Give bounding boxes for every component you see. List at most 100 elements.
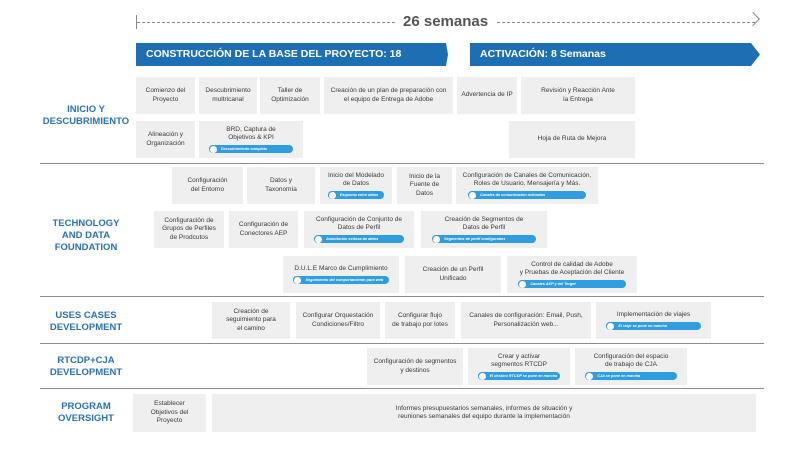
- task-text: Configurar flujo de trabajo por lotes: [392, 312, 448, 328]
- task-box: Descubrimiento multricanal: [199, 77, 257, 114]
- task-box: Canales de configuración: Email, Push, P…: [461, 302, 591, 339]
- milestone-pill: CJA se pone en marcha: [585, 372, 677, 381]
- row-divider: [40, 163, 764, 164]
- task-box: Creación de Segmentos de Datos de Perfil…: [421, 211, 547, 248]
- task-text: Canales de configuración: Email, Push, P…: [469, 312, 583, 328]
- task-text: Revisión y Reacción Ante la Entrega: [541, 87, 615, 103]
- task-text: Comienzo del Proyecto: [145, 87, 186, 103]
- milestone-pill: Canales AEP y del Target: [518, 280, 626, 289]
- task-box: Datos y Taxonomía: [247, 167, 315, 204]
- task-text: Creación de un Perfil Unificado: [422, 266, 484, 282]
- milestone-pill: Asimilación exitosa de datos: [314, 235, 404, 244]
- task-box: Configuración del espacio de trabajo de …: [575, 348, 687, 385]
- milestone-pill: El viaje se pone en marcha: [606, 322, 701, 331]
- milestone-text: Segmentos de perfil configurados: [444, 236, 506, 241]
- phase-construction: CONSTRUCCIÓN DE LA BASE DEL PROYECTO: 18…: [136, 43, 448, 66]
- row-label-use-cases: USES CASES DEVELOPMENT: [49, 310, 123, 333]
- task-box: Taller de Optimización: [260, 77, 320, 114]
- task-box: Hoja de Ruta de Mejora: [509, 121, 635, 158]
- task-box: Configuración del Entorno: [172, 167, 243, 204]
- row-label-inicio: INICIO Y DESCUBRIMIENTO: [42, 104, 130, 127]
- task-box: Configuración de Conectores AEP: [229, 211, 298, 248]
- milestone-pill: Canales de comunicación activados: [468, 191, 586, 200]
- milestone-text: Esquema entre datos: [339, 192, 379, 197]
- task-text: Inicio del Modelado de Datos: [327, 171, 384, 187]
- milestone-text: Canales de comunicación activados: [480, 192, 546, 197]
- toggle-knob-icon: [519, 280, 527, 288]
- task-box: Creación de un Perfil Unificado: [405, 256, 501, 293]
- task-text: Configurar Orquestación Condiciones/Filt…: [302, 312, 374, 328]
- milestone-text: Descubrimiento completo: [220, 146, 268, 151]
- toggle-knob-icon: [469, 191, 477, 199]
- task-box: Configuración de Grupos de Perfiles de P…: [154, 211, 224, 248]
- toggle-knob-icon: [294, 276, 302, 284]
- milestone-pill: Seguimiento del comportamiento para web: [293, 276, 389, 285]
- milestone-text: El destino RTCDP se pone en marcha: [489, 373, 558, 378]
- milestone-text: Asimilación exitosa de datos: [326, 236, 379, 241]
- task-text: Configuración de Canales de Comunicación…: [462, 171, 592, 187]
- task-box: Alineación y Organización: [136, 121, 195, 158]
- task-text: Configuración de Conjunto de Datos de Pe…: [315, 215, 402, 231]
- toggle-knob-icon: [607, 322, 615, 330]
- task-text: Creación de Segmentos de Datos de Perfil: [444, 215, 524, 231]
- task-text: Inicio de la Fuente de Datos: [408, 172, 441, 197]
- task-text: Control de calidad de Adobe y Pruebas de…: [519, 260, 625, 276]
- row-divider: [40, 388, 764, 389]
- task-box: BRD, Captura de Objetivos & KPI Descubrim…: [199, 121, 303, 158]
- timeline-start-tick: [136, 15, 137, 29]
- task-text: Informes presupuestarios semanales, info…: [395, 404, 573, 420]
- task-text: Datos y Taxonomía: [265, 177, 297, 193]
- row-divider: [40, 343, 764, 344]
- task-box: Comienzo del Proyecto: [136, 77, 195, 114]
- task-box: Revisión y Reacción Ante la Entrega: [521, 77, 635, 114]
- task-box: Inicio de la Fuente de Datos: [397, 167, 452, 204]
- toggle-knob-icon: [478, 372, 486, 380]
- task-text: D.U.L.E Marco de Cumplimiento: [294, 264, 388, 272]
- milestone-text: CJA se pone en marcha: [597, 373, 641, 378]
- task-text: Configuración del Entorno: [187, 177, 228, 193]
- milestone-text: Canales AEP y del Target: [530, 281, 576, 286]
- task-text: Taller de Optimización: [271, 87, 309, 103]
- row-label-technology: TECHNOLOGY AND DATA FOUNDATION: [52, 218, 120, 253]
- task-text: BRD, Captura de Objetivos & KPI: [226, 125, 276, 141]
- milestone-text: Seguimiento del comportamiento para web: [305, 277, 384, 282]
- task-text: Advertencia de IP: [461, 91, 513, 99]
- task-text: Configuración de Grupos de Perfiles de P…: [162, 216, 216, 241]
- milestone-text: El viaje se pone en marcha: [618, 323, 667, 328]
- toggle-knob-icon: [586, 372, 594, 380]
- task-box: Implementación de viajes El viaje se pone…: [596, 302, 711, 339]
- row-label-rtcdp-cja: RTCDP+CJA DEVELOPMENT: [49, 355, 123, 378]
- task-box: Configuración de Canales de Comunicación…: [456, 167, 598, 204]
- task-text: Creación de seguimiento para el camino: [226, 307, 276, 332]
- milestone-pill: Segmentos de perfil configurados: [432, 235, 536, 244]
- task-box: Control de calidad de Adobe y Pruebas de…: [507, 256, 637, 293]
- phase-activation: ACTIVACIÓN: 8 Semanas: [470, 43, 760, 66]
- toggle-knob-icon: [328, 191, 336, 199]
- milestone-pill: Descubrimiento completo: [208, 145, 294, 154]
- task-text: Alineación y Organización: [146, 131, 185, 147]
- timeline-arrow-icon: [745, 11, 761, 27]
- toggle-knob-icon: [315, 235, 323, 243]
- task-box: Establecer Objetivos del Proyecto: [133, 394, 206, 432]
- toggle-knob-icon: [433, 235, 441, 243]
- task-box: Configurar flujo de trabajo por lotes: [385, 302, 455, 339]
- task-text: Crear y activar segmentos RTCDP: [491, 352, 547, 368]
- task-box: Creación de seguimiento para el camino: [212, 302, 290, 339]
- row-label-program-oversight: PROGRAM OVERSIGHT: [58, 401, 114, 424]
- milestone-pill: El destino RTCDP se pone en marcha: [477, 372, 561, 381]
- task-text: Configuración del espacio de trabajo de …: [593, 352, 669, 368]
- row-divider: [40, 296, 764, 297]
- task-text: Creación de un plan de preparación con e…: [330, 87, 447, 103]
- task-box: Advertencia de IP: [457, 77, 517, 114]
- task-box: Informes presupuestarios semanales, info…: [212, 394, 756, 432]
- task-box: Configurar Orquestación Condiciones/Filt…: [296, 302, 380, 339]
- task-box: Crear y activar segmentos RTCDP El destin…: [468, 348, 570, 385]
- task-text: Implementación de viajes: [616, 310, 691, 318]
- task-box: Creación de un plan de preparación con e…: [324, 77, 453, 114]
- milestone-pill: Esquema entre datos: [327, 191, 385, 200]
- task-box: Configuración de segmentos y destinos: [367, 348, 463, 385]
- toggle-knob-icon: [209, 145, 217, 153]
- task-text: Configuración de Conectores AEP: [238, 221, 289, 237]
